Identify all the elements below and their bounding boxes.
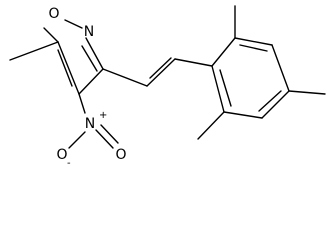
bond-vinyl-double xyxy=(146,58,176,87)
nitro-oxygen-single-charge: - xyxy=(67,158,71,167)
isoxazole-ring xyxy=(43,19,104,95)
bond-n2-c3-double-inner xyxy=(81,45,98,72)
ring-oxygen-label: O xyxy=(48,6,59,22)
bond-c5-o1 xyxy=(43,27,59,43)
bond-c3-vinyl xyxy=(102,68,148,87)
bond-c3-c4 xyxy=(78,68,104,95)
bond-c4-nitro-n xyxy=(78,93,86,114)
bond-c4-c5-double-inner xyxy=(57,49,73,87)
bond-n2-c3-double xyxy=(85,37,104,70)
bond-nitro-n-o-double xyxy=(95,129,114,149)
nitro-oxygen-single-label: O xyxy=(56,147,67,163)
methyl-substituents xyxy=(197,5,326,140)
bond-ar6-ar1-inner xyxy=(219,69,232,107)
bond-methyl-ar6 xyxy=(197,111,225,140)
bond-methyl-ar4 xyxy=(288,90,326,95)
bond-vinyl-aryl xyxy=(174,58,213,67)
nitro-nitrogen-label: N xyxy=(85,116,95,132)
bond-ar4-ar5 xyxy=(261,90,290,119)
bond-nitro-n-o-double-inner xyxy=(100,124,119,144)
bond-ar2-ar3-inner xyxy=(239,44,268,52)
bond-ar5-ar6 xyxy=(223,111,263,119)
vinyl-linker xyxy=(102,57,213,87)
bond-o1-n2 xyxy=(64,19,83,29)
nitro-nitrogen-charge: + xyxy=(99,110,107,121)
bond-ar4-ar5-inner xyxy=(258,90,282,112)
bond-ar1-ar2 xyxy=(211,37,236,67)
bond-ar6-ar1 xyxy=(211,65,225,113)
bond-vinyl-double-inner xyxy=(149,57,172,79)
nitro-group xyxy=(68,93,119,149)
nitro-oxygen-double-label: O xyxy=(115,147,126,163)
bond-c4-c5-double xyxy=(57,41,80,95)
bond-methyl-c5 xyxy=(9,41,59,61)
mesityl-ring xyxy=(211,37,290,119)
bond-ar3-ar4 xyxy=(271,44,290,92)
bond-nitro-n-o-single xyxy=(68,131,86,149)
bond-ar2-ar3 xyxy=(234,37,273,46)
structure-diagram: O N N + O - O xyxy=(9,5,326,167)
ring-nitrogen-label: N xyxy=(84,24,94,40)
